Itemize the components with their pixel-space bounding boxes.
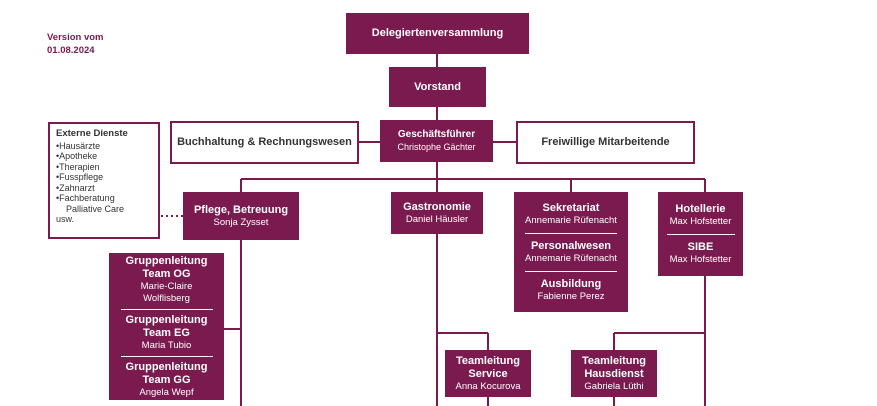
external-item: Zahnarzt <box>56 183 152 194</box>
secretariat-section: Sekretariat Annemarie Rüfenacht <box>525 202 617 227</box>
board-label: Vorstand <box>414 80 461 93</box>
external-title: Externe Dienste <box>56 128 128 139</box>
external-item: Therapien <box>56 162 152 173</box>
assembly-label: Delegiertenversammlung <box>371 27 504 39</box>
hr-section: Personalwesen Annemarie Rüfenacht <box>525 240 617 265</box>
group-og-title: Gruppenleitung <box>125 254 208 267</box>
external-item: Apotheke <box>56 151 152 162</box>
gastro-box: Gastronomie Daniel Häusler <box>391 192 483 234</box>
divider <box>525 270 617 272</box>
group-og-team: Team OG <box>142 267 191 280</box>
care-box: Pflege, Betreuung Sonja Zysset <box>183 192 299 240</box>
housekeeping-team-label: Hausdienst <box>584 367 644 380</box>
training-title: Ausbildung <box>540 277 602 290</box>
group-eg-title: Gruppenleitung <box>125 313 208 326</box>
group-gg-team: Team GG <box>142 373 191 386</box>
divider <box>525 232 617 234</box>
divider <box>120 355 213 357</box>
hr-name: Annemarie Rüfenacht <box>525 252 617 264</box>
training-name: Fabienne Perez <box>537 290 605 302</box>
group-og-section: Gruppenleitung Team OG Marie-Claire Wolf… <box>126 255 208 305</box>
housekeeping-team-box: Teamleitung Hausdienst Gabriela Lüthi <box>571 350 657 397</box>
training-section: Ausbildung Fabienne Perez <box>537 278 604 303</box>
care-name: Sonja Zysset <box>213 216 269 228</box>
service-title: Teamleitung <box>456 354 520 367</box>
service-box: Teamleitung Service Anna Kocurova <box>445 350 531 397</box>
housekeeping-name: Max Hofstetter <box>669 215 732 227</box>
housekeeping-team-title: Teamleitung <box>582 354 646 367</box>
external-item: Hausärzte <box>56 141 152 152</box>
group-gg-name: Angela Wepf <box>139 386 194 398</box>
housekeeping-team-name: Gabriela Lüthi <box>584 380 644 392</box>
secretariat-title: Sekretariat <box>542 201 600 214</box>
board-box: Vorstand <box>389 67 486 107</box>
group-og-name-2: Wolflisberg <box>143 292 190 304</box>
secretariat-name: Annemarie Rüfenacht <box>525 214 617 226</box>
service-team: Service <box>468 367 508 380</box>
gastro-title: Gastronomie <box>403 200 471 213</box>
volunteers-label: Freiwillige Mitarbeitende <box>541 136 670 148</box>
safety-name: Max Hofstetter <box>669 253 732 265</box>
accounting-label: Buchhaltung & Rechnungswesen <box>177 136 352 148</box>
external-item: Fachberatung <box>56 193 152 204</box>
hr-title: Personalwesen <box>530 239 612 252</box>
external-services-box: Externe Dienste Hausärzte Apotheke Thera… <box>48 122 160 239</box>
group-og-name: Marie-Claire <box>140 280 193 292</box>
divider <box>120 308 213 310</box>
hotel-box: Hotellerie Max Hofstetter SIBE Max Hofst… <box>658 192 743 276</box>
safety-section: SIBE Max Hofstetter <box>670 241 732 266</box>
service-name: Anna Kocurova <box>455 380 521 392</box>
assembly-box: Delegiertenversammlung <box>346 13 529 54</box>
external-etc: usw. <box>56 214 75 224</box>
version-label: Version vom <box>47 32 104 43</box>
external-list: Hausärzte Apotheke Therapien Fusspflege … <box>56 141 152 204</box>
housekeeping-title: Hotellerie <box>675 202 726 215</box>
group-leads-box: Gruppenleitung Team OG Marie-Claire Wolf… <box>109 253 224 400</box>
care-title: Pflege, Betreuung <box>193 203 289 216</box>
version-note: Version vom 01.08.2024 <box>47 31 104 57</box>
group-eg-team: Team EG <box>143 326 190 339</box>
external-item: Fusspflege <box>56 172 152 183</box>
divider <box>666 233 735 235</box>
ceo-name: Christophe Gächter <box>397 142 476 152</box>
ceo-title: Geschäftsführer <box>397 129 476 140</box>
external-item-continuation: Palliative Care <box>66 203 125 214</box>
admin-box: Sekretariat Annemarie Rüfenacht Personal… <box>514 192 628 312</box>
volunteers-box: Freiwillige Mitarbeitende <box>516 121 695 164</box>
accounting-box: Buchhaltung & Rechnungswesen <box>170 121 359 164</box>
version-date: 01.08.2024 <box>47 45 95 56</box>
housekeeping-section: Hotellerie Max Hofstetter <box>670 203 732 228</box>
group-eg-section: Gruppenleitung Team EG Maria Tubio <box>126 314 208 352</box>
group-eg-name: Maria Tubio <box>141 339 192 351</box>
safety-title: SIBE <box>687 240 714 253</box>
group-gg-title: Gruppenleitung <box>125 360 208 373</box>
ceo-box: Geschäftsführer Christophe Gächter <box>380 120 493 162</box>
group-gg-section: Gruppenleitung Team GG Angela Wepf <box>126 361 208 399</box>
gastro-name: Daniel Häusler <box>405 213 469 225</box>
